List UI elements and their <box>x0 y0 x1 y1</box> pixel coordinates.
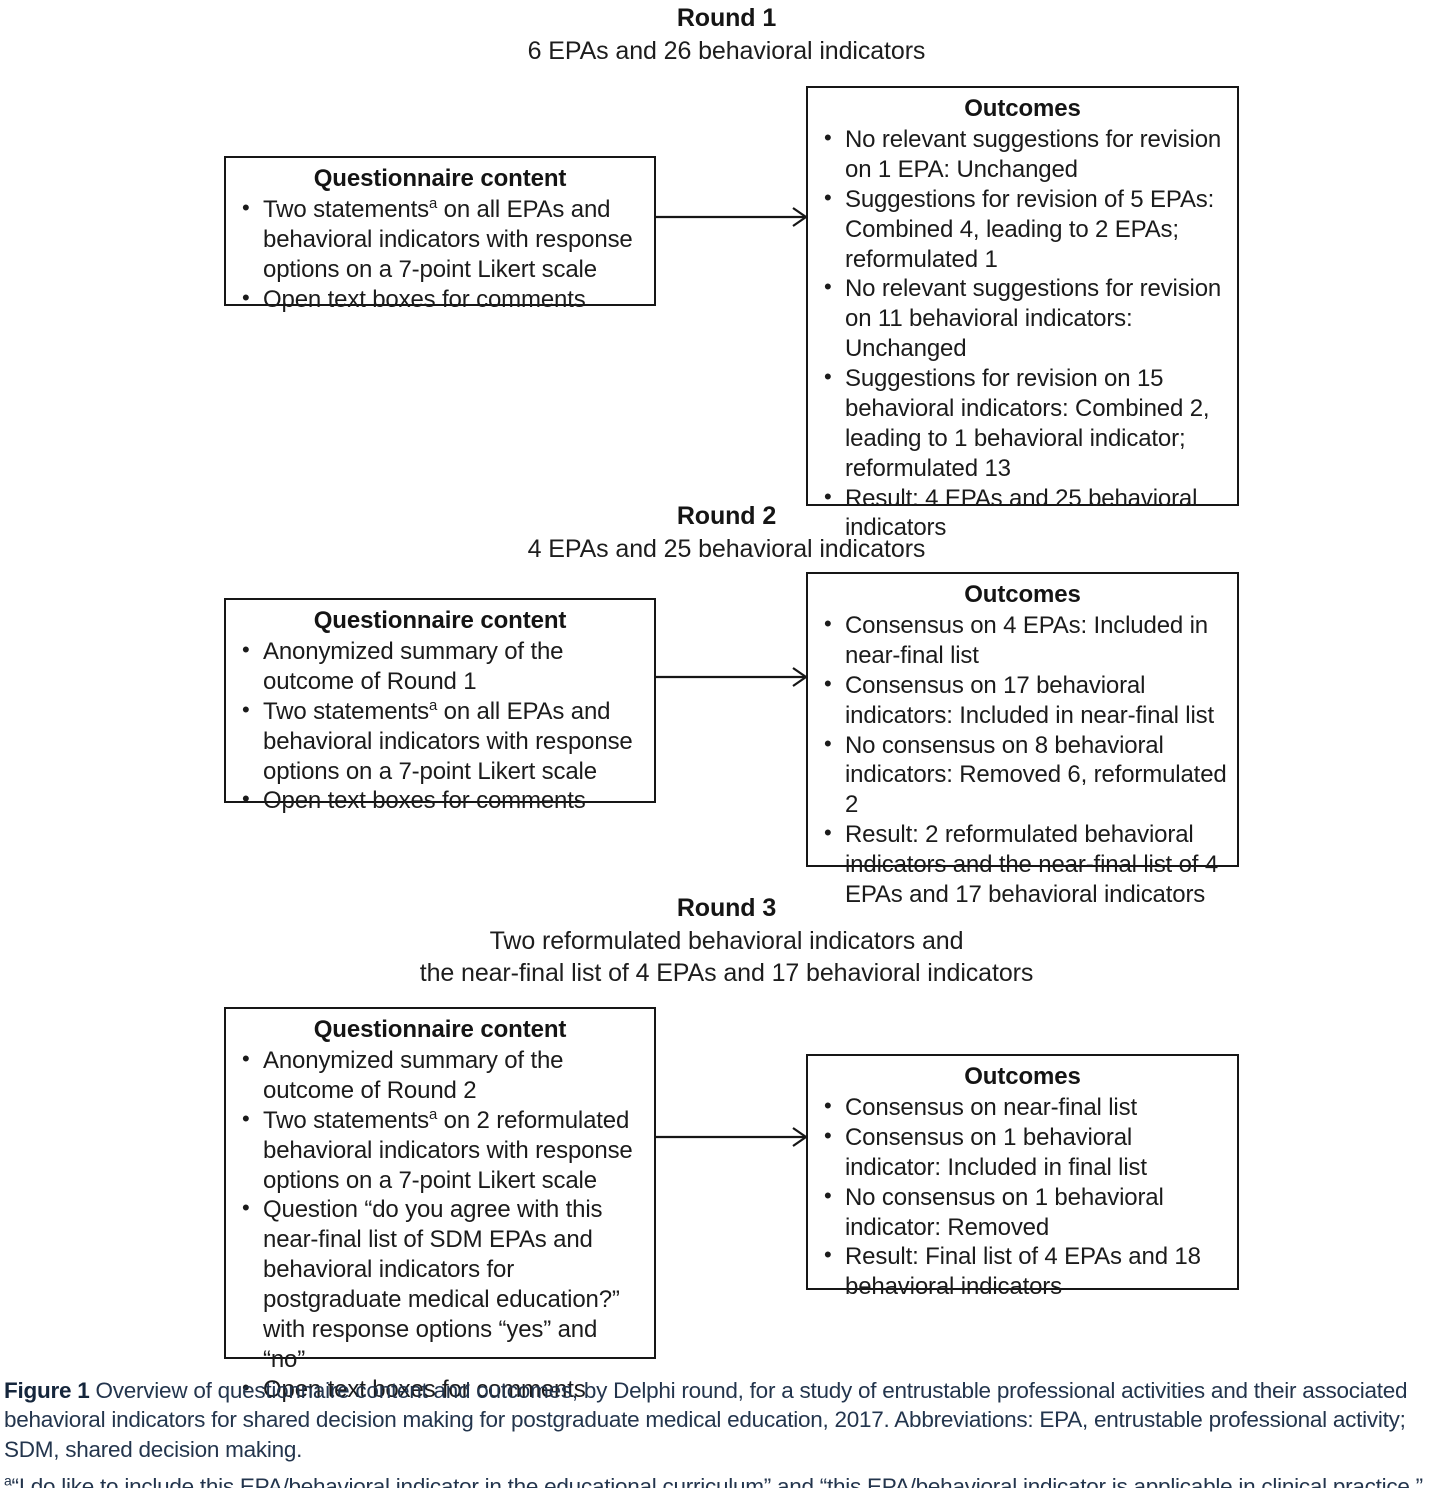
list-item: Result: 4 EPAs and 25 behavioral indicat… <box>818 483 1227 544</box>
round-3-arrow <box>654 1125 810 1149</box>
list-item: Consensus on 17 behavioral indicators: I… <box>818 670 1227 731</box>
list-item: Two statementsa on 2 reformulated behavi… <box>236 1105 644 1196</box>
round-3-heading: Round 3 Two reformulated behavioral indi… <box>0 892 1453 990</box>
list-item: No relevant suggestions for revision on … <box>818 273 1227 364</box>
list-item: Question “do you agree with this near-fi… <box>236 1194 644 1374</box>
round-1-outcomes-box: Outcomes No relevant suggestions for rev… <box>806 86 1239 541</box>
list-item: Two statementsa on all EPAs and behavior… <box>236 194 644 285</box>
footnote-text: “I do like to include this EPA/behaviora… <box>11 1473 1424 1488</box>
round-3-questionnaire-box: Questionnaire content Anonymized summary… <box>224 1007 656 1403</box>
list-item: Anonymized summary of the outcome of Rou… <box>236 1045 644 1106</box>
round-2-outcomes-list: Consensus on 4 EPAs: Included in near-fi… <box>818 610 1227 910</box>
round-1-subtitle: 6 EPAs and 26 behavioral indicators <box>527 36 926 65</box>
round-1-outcomes-list: No relevant suggestions for revision on … <box>818 124 1227 544</box>
round-1-questionnaire-list: Two statementsa on all EPAs and behavior… <box>236 194 644 315</box>
list-item: Consensus on 1 behavioral indicator: Inc… <box>818 1122 1227 1183</box>
round-2-questionnaire-box: Questionnaire content Anonymized summary… <box>224 598 656 814</box>
round-2-heading: Round 2 4 EPAs and 25 behavioral indicat… <box>0 500 1453 565</box>
round-2-title: Round 2 <box>676 502 777 530</box>
list-item: Anonymized summary of the outcome of Rou… <box>236 636 644 697</box>
footnote-marker: a <box>4 1472 12 1488</box>
round-3-title: Round 3 <box>676 894 777 922</box>
figure-caption: Figure 1 Overview of questionnaire conte… <box>4 1376 1448 1488</box>
round-2-outcomes-title: Outcomes <box>964 581 1081 608</box>
list-item: Open text boxes for comments <box>236 1374 644 1405</box>
round-3-questionnaire-title: Questionnaire content <box>313 1016 567 1043</box>
round-1-arrow <box>654 205 810 229</box>
round-1-questionnaire-box: Questionnaire content Two statementsa on… <box>224 156 656 313</box>
list-item: Open text boxes for comments <box>236 284 644 315</box>
list-item: Result: 2 reformulated behavioral indica… <box>818 819 1227 910</box>
round-2-subtitle: 4 EPAs and 25 behavioral indicators <box>527 534 926 563</box>
round-3-outcomes-title: Outcomes <box>964 1063 1081 1090</box>
round-1-title: Round 1 <box>676 4 777 32</box>
figure-caption-label: Figure 1 <box>4 1378 90 1403</box>
round-3-outcomes-list: Consensus on near-final listConsensus on… <box>818 1092 1227 1302</box>
round-1-heading: Round 1 6 EPAs and 26 behavioral indicat… <box>0 2 1453 67</box>
round-1-outcomes-title: Outcomes <box>964 95 1081 122</box>
list-item: Consensus on near-final list <box>818 1092 1227 1123</box>
figure-caption-footnote: a“I do like to include this EPA/behavior… <box>4 1472 1448 1488</box>
round-3-subtitle: Two reformulated behavioral indicators a… <box>419 926 1034 988</box>
round-2-questionnaire-list: Anonymized summary of the outcome of Rou… <box>236 636 644 816</box>
round-2-questionnaire-title: Questionnaire content <box>313 607 567 634</box>
list-item: Suggestions for revision of 5 EPAs: Comb… <box>818 184 1227 275</box>
list-item: Consensus on 4 EPAs: Included in near-fi… <box>818 610 1227 671</box>
round-2-outcomes-box: Outcomes Consensus on 4 EPAs: Included i… <box>806 572 1239 908</box>
figure-caption-text: Overview of questionnaire content and ou… <box>4 1378 1408 1462</box>
list-item: No consensus on 1 behavioral indicator: … <box>818 1182 1227 1243</box>
list-item: No relevant suggestions for revision on … <box>818 124 1227 185</box>
list-item: No consensus on 8 behavioral indicators:… <box>818 730 1227 821</box>
round-2-arrow <box>654 665 810 689</box>
round-1-questionnaire-title: Questionnaire content <box>313 165 567 192</box>
list-item: Open text boxes for comments <box>236 785 644 816</box>
list-item: Two statementsa on all EPAs and behavior… <box>236 696 644 787</box>
round-3-outcomes-box: Outcomes Consensus on near-final listCon… <box>806 1054 1239 1300</box>
list-item: Suggestions for revision on 15 behaviora… <box>818 363 1227 484</box>
list-item: Result: Final list of 4 EPAs and 18 beha… <box>818 1241 1227 1302</box>
round-3-questionnaire-list: Anonymized summary of the outcome of Rou… <box>236 1045 644 1405</box>
